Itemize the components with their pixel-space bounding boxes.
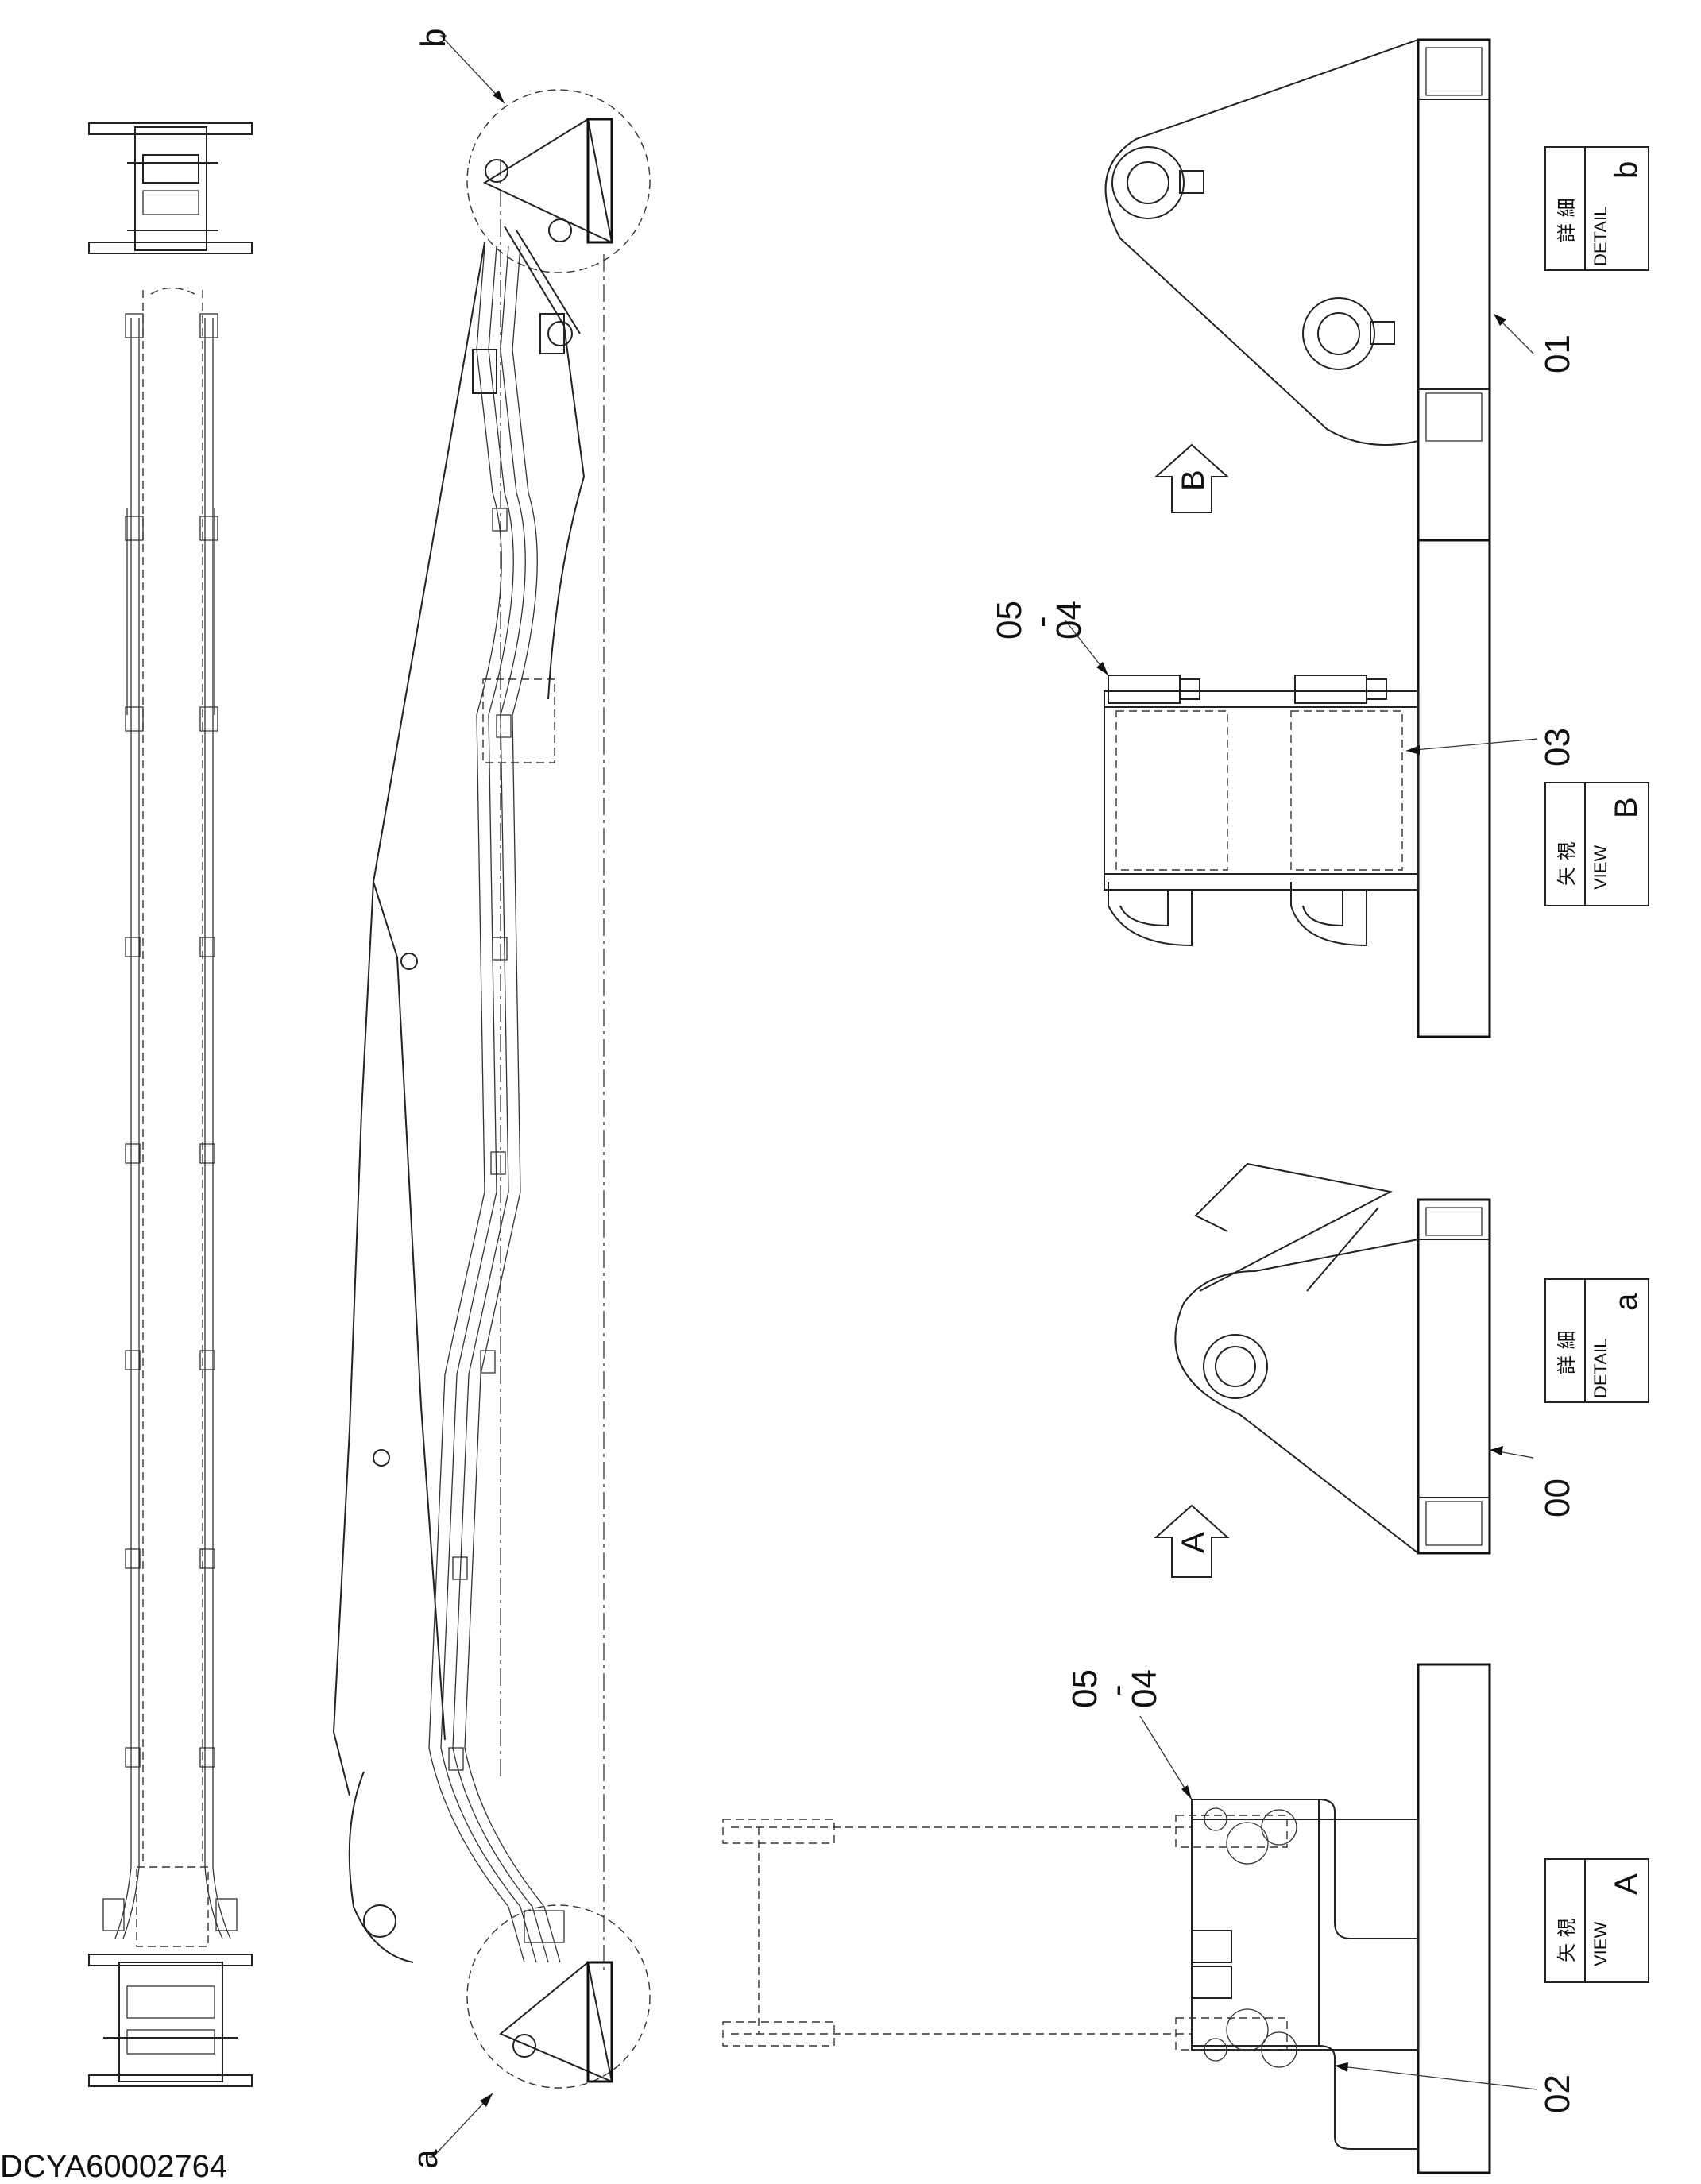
svg-text:04: 04 (1125, 1669, 1164, 1708)
view-arrow-b-letter: B (1176, 470, 1211, 491)
svg-text:-: - (1097, 1684, 1136, 1696)
drawing-code: DCYA60002764 (0, 2149, 227, 2184)
svg-text:04: 04 (1050, 601, 1088, 640)
detail-a-drawing (1174, 1162, 1534, 1555)
arm-side-view (332, 89, 651, 2089)
part-number-02: 02 (1538, 2074, 1577, 2113)
svg-text:05: 05 (990, 601, 1029, 640)
view-b-label: VIEW (1591, 845, 1610, 890)
part-number-03: 03 (1538, 728, 1577, 767)
detail-b-kanji: 詳 細 (1556, 198, 1578, 242)
detail-b-label: DETAIL (1591, 207, 1610, 266)
title-block-detail-a (1544, 1278, 1649, 1403)
detail-a-letter: a (1609, 1293, 1644, 1311)
title-block-detail-b (1544, 146, 1649, 271)
detail-b-drawing (1104, 38, 1534, 1038)
svg-text:05: 05 (1065, 1669, 1104, 1708)
view-arrow-a-letter: A (1176, 1532, 1211, 1553)
detail-letter-a: a (406, 2149, 445, 2169)
detail-circle-a (466, 1904, 651, 2089)
svg-text:-: - (1022, 616, 1061, 628)
view-a-letter: A (1609, 1873, 1644, 1895)
title-block-view-b (1544, 782, 1649, 906)
detail-circle-b (466, 89, 651, 273)
detail-a-kanji: 詳 細 (1556, 1330, 1578, 1374)
part-number-00: 00 (1538, 1479, 1577, 1517)
view-b-kanji: 矢 視 (1556, 841, 1578, 886)
part-number-01: 01 (1538, 334, 1577, 373)
circle-leaders (429, 35, 505, 2158)
view-a-kanji: 矢 視 (1556, 1918, 1578, 1962)
view-a-label: VIEW (1591, 1922, 1610, 1966)
detail-a-label: DETAIL (1591, 1339, 1610, 1398)
part-number-05-04-lower: 05 - 04 (1065, 1669, 1164, 1708)
view-b-drawing (1064, 443, 1538, 1038)
part-number-05-04-upper: 05 - 04 (990, 601, 1088, 640)
detail-letter-b: b (414, 29, 453, 48)
view-a-drawing (722, 1504, 1538, 2174)
detail-b-letter: b (1609, 161, 1644, 179)
arm-top-view (88, 122, 253, 2087)
view-b-letter: B (1609, 797, 1644, 818)
title-block-view-a (1544, 1858, 1649, 1983)
